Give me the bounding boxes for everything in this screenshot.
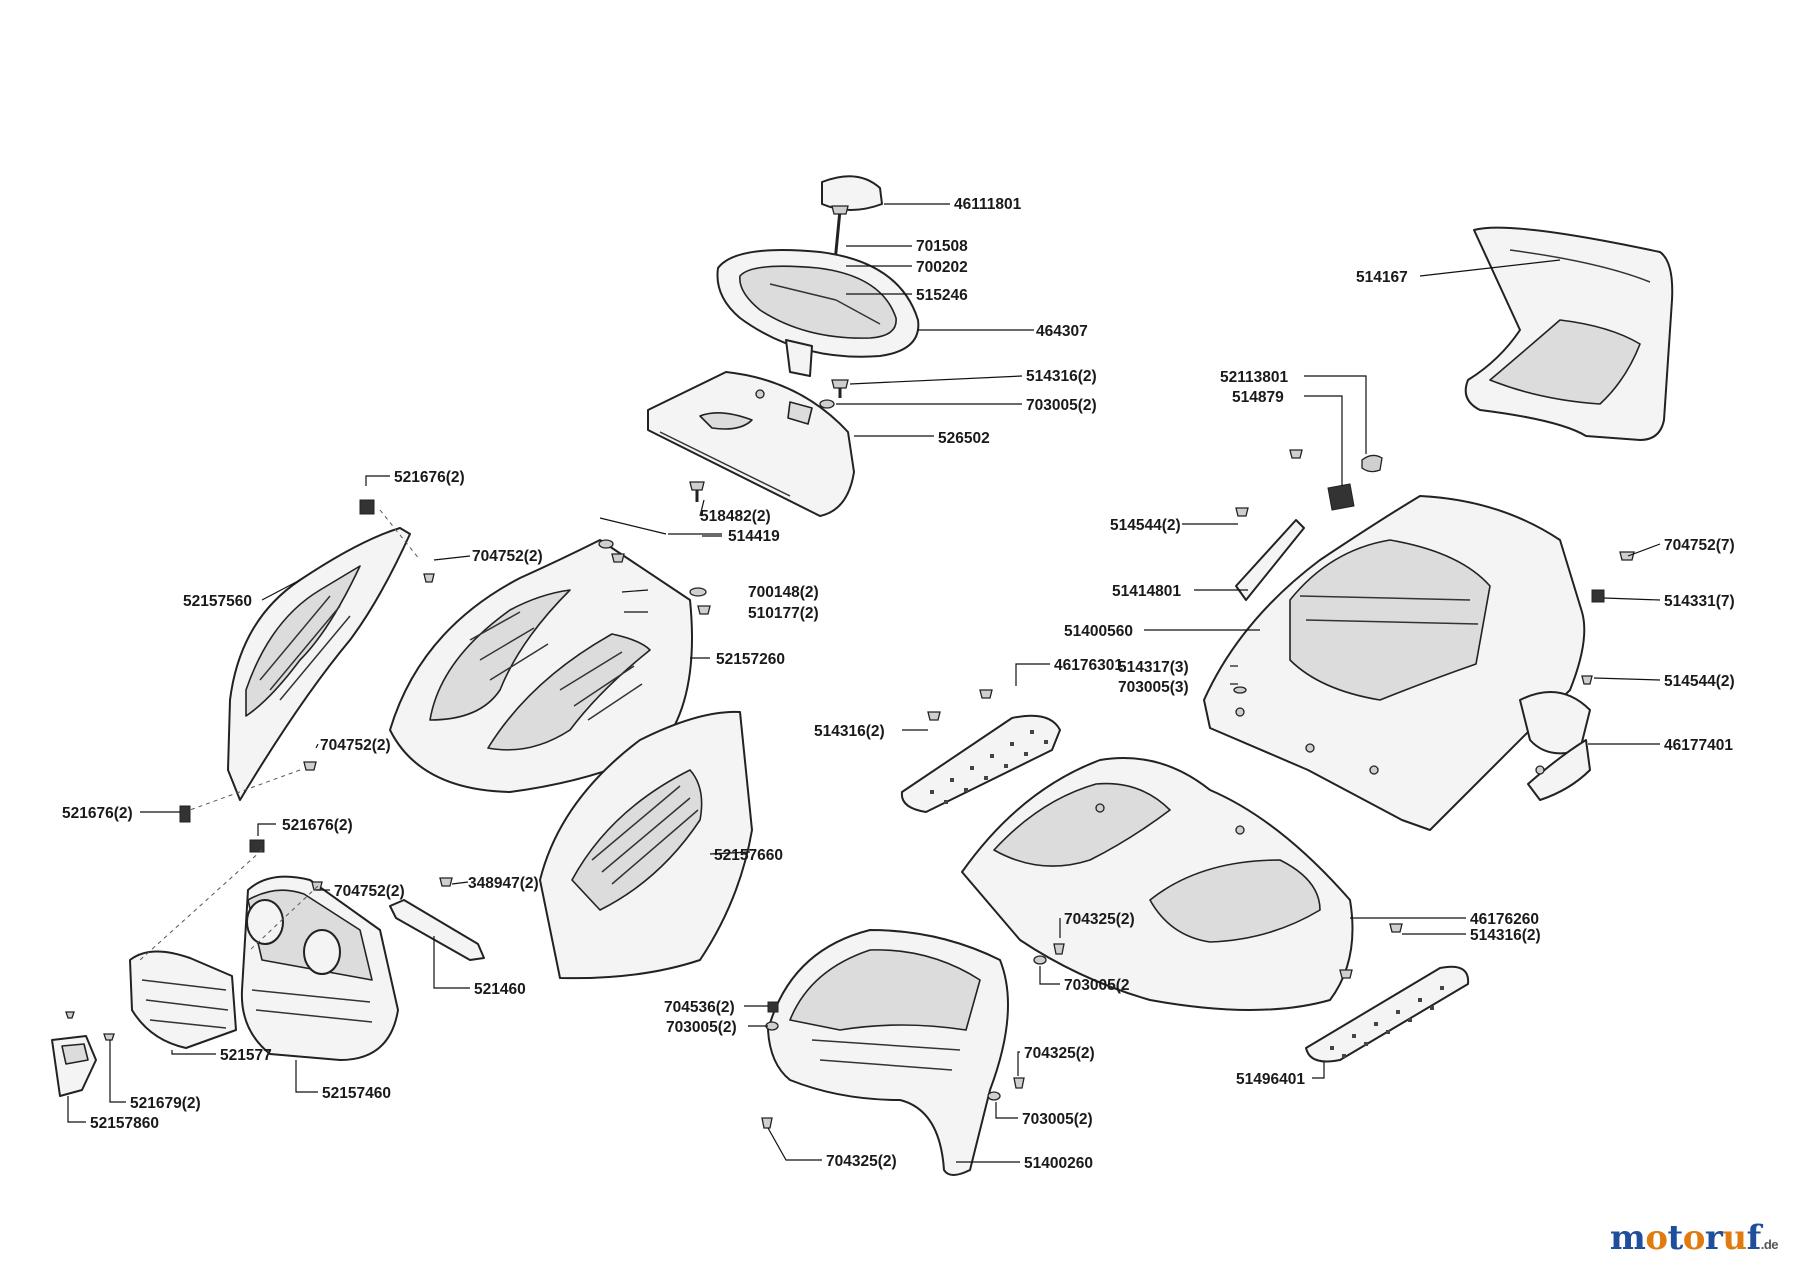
motoruf-logo: motoruf.de <box>1609 1218 1779 1258</box>
label-514316-c: 514316(2) <box>1470 927 1541 944</box>
label-348947: 348947(2) <box>468 875 539 892</box>
brand-suffix: .de <box>1760 1237 1779 1252</box>
label-521577: 521577 <box>220 1047 272 1064</box>
frame-fasteners-part <box>761 943 1065 1129</box>
footplate-left-part <box>900 689 1061 813</box>
front-trim-part <box>51 1035 97 1097</box>
label-521676-b: 521676(2) <box>62 805 133 822</box>
label-51496401: 51496401 <box>1236 1071 1305 1088</box>
label-704325-c: 704325(2) <box>826 1153 897 1170</box>
label-515246: 515246 <box>916 287 968 304</box>
steering-wheel-part <box>716 249 920 377</box>
label-700148: 700148(2) <box>748 584 819 601</box>
label-703005-a: 703005(2) <box>1026 397 1097 414</box>
rear-body-part <box>1203 495 1591 831</box>
label-46111801: 46111801 <box>954 196 1022 213</box>
label-46176260: 46176260 <box>1470 911 1539 928</box>
label-514544-b: 514544(2) <box>1664 673 1735 690</box>
label-514317: 514317(3) <box>1118 659 1189 676</box>
hood-part <box>389 539 693 793</box>
seat-part <box>1464 226 1674 441</box>
label-464307: 464307 <box>1036 323 1088 340</box>
side-trim-51414801-part <box>1235 449 1305 601</box>
label-514316-b: 514316(2) <box>814 723 885 740</box>
switch-514879-part <box>1327 454 1383 511</box>
label-514316-a: 514316(2) <box>1026 368 1097 385</box>
label-521676-c: 521676(2) <box>282 817 353 834</box>
label-703005-e: 703005(2) <box>1022 1111 1093 1128</box>
label-704536: 704536(2) <box>664 999 735 1016</box>
label-526502: 526502 <box>938 430 990 447</box>
label-52157460: 52157460 <box>322 1085 391 1102</box>
label-51400560: 51400560 <box>1064 623 1133 640</box>
bracket-521460-part <box>389 877 485 961</box>
label-52157260: 52157260 <box>716 651 785 668</box>
label-52157860: 52157860 <box>90 1115 159 1132</box>
label-703005-b: 703005(3) <box>1118 679 1189 696</box>
footplate-right-part <box>1305 923 1470 1063</box>
side-screws-part <box>1233 507 1635 694</box>
label-704752-c: 704752(2) <box>334 883 405 900</box>
leader-lines <box>67 203 1661 1163</box>
front-fender-part <box>539 710 753 980</box>
label-521460: 521460 <box>474 981 526 998</box>
screw-514316-part <box>819 379 849 409</box>
label-510177: 510177(2) <box>748 605 819 622</box>
label-514167: 514167 <box>1356 269 1408 286</box>
label-704325-b: 704325(2) <box>1024 1045 1095 1062</box>
label-46177401: 46177401 <box>1664 737 1733 754</box>
label-514544-a: 514544(2) <box>1110 517 1181 534</box>
label-704752-a: 704752(2) <box>472 548 543 565</box>
dashboard-panel-part <box>647 371 855 517</box>
label-51400260: 51400260 <box>1024 1155 1093 1172</box>
headlight-lens-part <box>129 950 237 1049</box>
screw-518482-part <box>689 481 705 502</box>
chassis-cover-part <box>961 757 1354 1011</box>
label-52157560: 52157560 <box>183 593 252 610</box>
label-514331: 514331(7) <box>1664 593 1735 610</box>
label-514419: 514419 <box>728 528 780 545</box>
part-number-labels: 46111801 701508 700202 515246 464307 514… <box>62 196 1735 1172</box>
screw-704752-part <box>303 573 435 771</box>
front-bumper-part <box>240 875 399 1061</box>
label-704325-a: 704325(2) <box>1064 911 1135 928</box>
clip-521676-part <box>179 499 375 823</box>
steering-bolt-part <box>831 205 849 263</box>
label-46176301: 46176301 <box>1054 657 1123 674</box>
hood-fasteners-part <box>611 553 711 615</box>
steering-cap-part <box>821 175 883 211</box>
label-521679: 521679(2) <box>130 1095 201 1112</box>
label-703005-c: 703005(2 <box>1064 977 1130 994</box>
front-frame-part <box>767 929 1009 1176</box>
left-side-panel-part <box>227 527 411 801</box>
small-fasteners-front-part <box>65 839 323 1041</box>
label-704752-d: 704752(7) <box>1664 537 1735 554</box>
label-514879: 514879 <box>1232 389 1284 406</box>
label-52157660: 52157660 <box>714 847 783 864</box>
label-52113801: 52113801 <box>1220 369 1288 386</box>
label-703005-d: 703005(2) <box>666 1019 737 1036</box>
label-700202: 700202 <box>916 259 968 276</box>
label-704752-b: 704752(2) <box>320 737 391 754</box>
label-51414801: 51414801 <box>1112 583 1181 600</box>
label-701508: 701508 <box>916 238 968 255</box>
bracket-46177401-part <box>1527 739 1591 801</box>
brand-name: motoruf <box>1609 1218 1761 1258</box>
label-518482: 518482(2) <box>700 508 771 525</box>
label-521676-a: 521676(2) <box>394 469 465 486</box>
